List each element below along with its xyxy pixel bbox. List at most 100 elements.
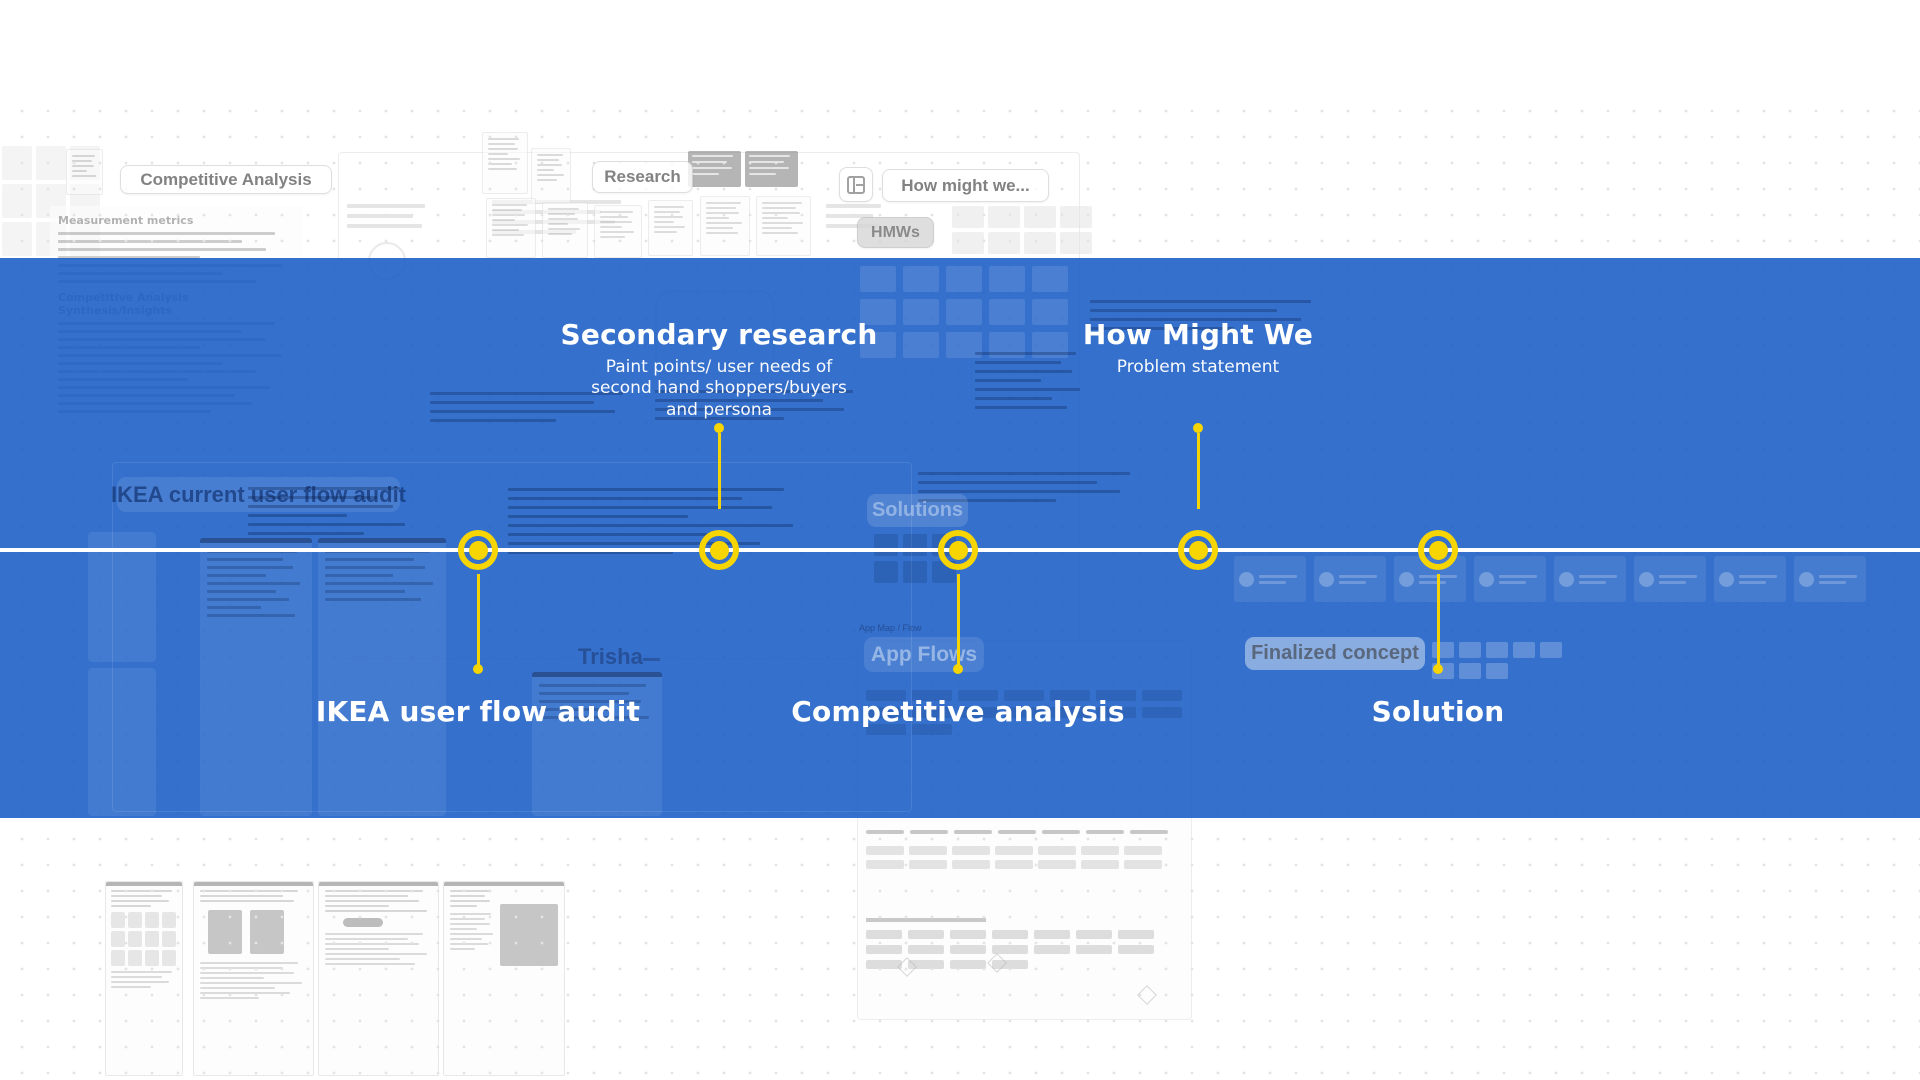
placeholder-line [1090,300,1311,303]
placeholder-box [903,299,939,325]
placeholder-line [508,551,673,554]
placeholder-box [1096,707,1136,718]
placeholder-box [874,534,898,556]
milestone-connector [717,433,721,509]
section-label-competitive-analysis[interactable]: Competitive Analysis [120,165,332,194]
placeholder-line [539,692,630,695]
placeholder-box [989,299,1025,325]
milestone-marker[interactable] [938,530,978,570]
section-label-hmws[interactable]: HMWs [857,217,934,248]
placeholder-line [248,532,364,535]
milestone-marker[interactable] [458,530,498,570]
placeholder-line [508,506,772,509]
placeholder-line [248,523,405,526]
placeholder-box [912,707,952,718]
hmw-stickies [860,266,1110,471]
band-web-screen [200,538,312,816]
section-label-finalized-concept[interactable]: Finalized concept [1245,637,1425,670]
section-label-how-might-we[interactable]: How might we... [882,169,1049,202]
milestone-title: IKEA user flow audit [315,695,641,728]
placeholder-box [1540,642,1562,658]
section-label-solutions[interactable]: Solutions [867,494,968,527]
placeholder-box [912,690,952,701]
placeholder-box [946,332,982,358]
placeholder-box [860,299,896,325]
placeholder-line [918,499,1056,502]
section-label-trisha[interactable]: Trisha [578,644,643,669]
milestone-connector [476,574,480,666]
placeholder-line [539,684,646,687]
placeholder-line [975,379,1041,382]
placeholder-line [508,524,793,527]
persona-card [1794,556,1866,602]
placeholder-line [655,417,784,420]
band-text-lines [508,488,808,560]
placeholder-box [1032,266,1068,292]
layout-grid-icon[interactable] [839,167,873,202]
milestone-connector [956,574,960,666]
placeholder-box [1050,690,1090,701]
avatar [1639,571,1654,587]
placeholder-line [975,361,1061,364]
placeholder-box [1004,707,1044,718]
placeholder-line [248,514,347,517]
placeholder-line [207,582,301,585]
layout-grid-icon-glyph [847,175,865,194]
milestone-title: Secondary research [560,318,878,351]
placeholder-box [866,690,906,701]
section-label-ikea-audit[interactable]: IKEA current user flow audit [111,477,406,512]
placeholder-line [207,590,276,593]
band-flow-boxes [866,690,1184,800]
milestone-subtitle: Problem statement [1116,357,1280,377]
milestone-marker[interactable] [1178,530,1218,570]
placeholder-line [975,406,1068,409]
section-label-app-flows[interactable]: App Flows [864,637,984,672]
placeholder-line [248,505,394,508]
placeholder-box [903,266,939,292]
avatar [1799,571,1814,587]
milestone-connector [1196,433,1200,509]
placeholder-box [903,561,927,583]
persona-card-row [1234,556,1874,604]
placeholder-box [866,724,906,735]
placeholder-box [1050,707,1090,718]
avatar [1559,571,1574,587]
placeholder-line [508,515,688,518]
trisha-frame-line [643,658,660,661]
milestone-marker[interactable] [699,530,739,570]
placeholder-box [1142,707,1182,718]
persona-card [1554,556,1626,602]
placeholder-line [655,408,845,411]
placeholder-box [946,299,982,325]
finalized-concept-bits [1432,642,1562,686]
placeholder-box [946,266,982,292]
placeholder-box [866,707,906,718]
placeholder-line [325,566,426,569]
placeholder-line [207,566,294,569]
placeholder-box [1142,690,1182,701]
placeholder-box [1432,642,1454,658]
placeholder-line [325,590,405,593]
placeholder-line [508,533,718,536]
placeholder-line [248,487,400,490]
milestone-marker[interactable] [1418,530,1458,570]
placeholder-line [430,419,556,422]
milestone-subtitle: Paint points/ user needs of second hand … [591,357,847,420]
placeholder-line [1090,318,1302,321]
placeholder-line [918,481,1098,484]
milestone-connector-dot [714,423,724,433]
band-text-lines [430,392,640,428]
placeholder-line [248,496,377,499]
placeholder-line [207,614,296,617]
placeholder-box [860,266,896,292]
avatar [1719,571,1734,587]
milestone-connector [1436,574,1440,666]
placeholder-box [1032,332,1068,358]
placeholder-line [539,716,650,719]
section-label-research[interactable]: Research [592,161,693,193]
band-phone-screen [88,668,156,816]
placeholder-line [508,497,742,500]
band-phone-screen [88,532,156,662]
placeholder-box [903,332,939,358]
